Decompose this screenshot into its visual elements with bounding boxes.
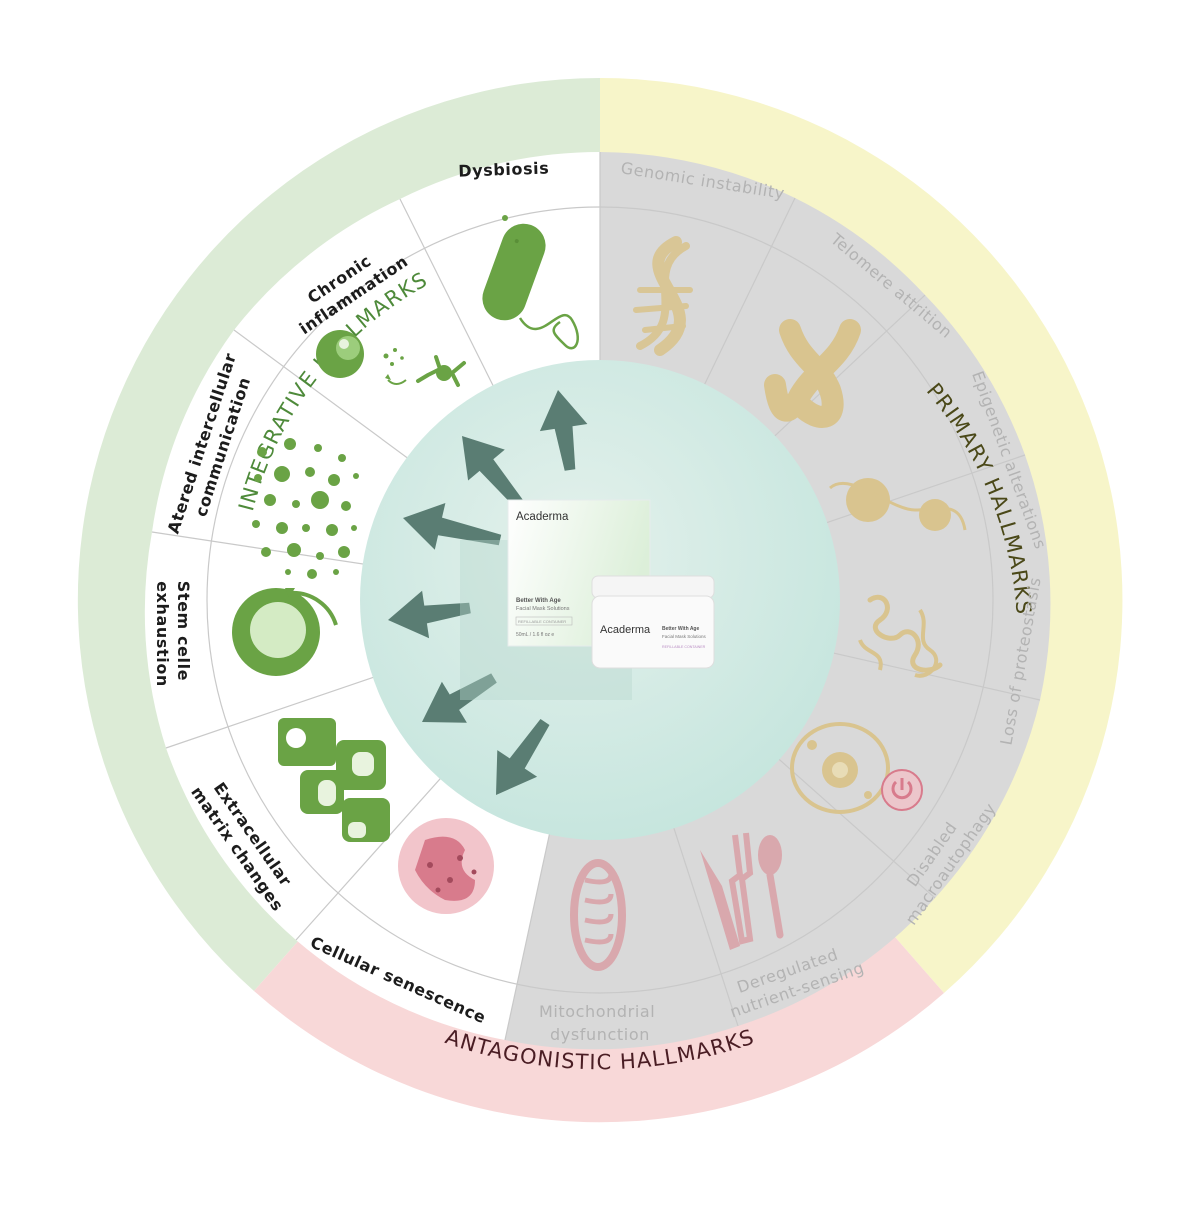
bacteria-icon <box>482 215 579 350</box>
dot <box>341 501 351 511</box>
jar-line1: Better With Age <box>662 626 699 632</box>
box-line1: Better With Age <box>516 598 561 604</box>
product-jar: Acaderma Better With Age Facial Mask Sol… <box>591 575 715 669</box>
mitochondria-icon <box>570 859 626 971</box>
label-stem-cell-exhaustion: Stem celle exhaustion <box>153 581 193 688</box>
label-mitochondrial-dysfunction: Mitochondrial dysfunction <box>539 1002 661 1044</box>
dot <box>257 447 267 457</box>
box-brand: Acaderma <box>516 511 569 523</box>
stem-cell-icon <box>232 588 338 676</box>
arrow-2 <box>462 436 525 509</box>
autophagy-cell-icon <box>790 722 923 814</box>
dot <box>276 522 288 534</box>
senescent-cell-icon <box>398 818 494 914</box>
box-line2: Facial Mask Solutions <box>516 606 570 612</box>
arrows-outward <box>388 390 588 795</box>
dot <box>307 569 317 579</box>
dot <box>311 491 329 509</box>
arrow-5 <box>422 673 497 723</box>
dot <box>264 494 276 506</box>
chromosome-icon <box>764 319 861 428</box>
dot <box>351 525 357 531</box>
dot <box>353 473 359 479</box>
jar-tag: REFILLABLE CONTAINER <box>662 645 706 649</box>
dot <box>314 444 322 452</box>
dot <box>274 466 290 482</box>
dot <box>316 552 324 560</box>
box-volume: 50mL / 1.6 fl oz e <box>516 632 554 638</box>
arrow-3 <box>403 503 502 550</box>
epigenetic-nucleosome-icon <box>828 478 967 531</box>
jar-line2: Facial Mask Solutions <box>662 634 707 639</box>
dot <box>326 524 338 536</box>
dot <box>333 569 339 575</box>
dot <box>328 474 340 486</box>
protein-folding-icon <box>858 595 943 678</box>
dot <box>338 454 346 462</box>
cutlery-icon <box>700 832 784 950</box>
dot <box>254 474 262 482</box>
label-dysbiosis: Dysbiosis <box>458 158 550 180</box>
box-tag: REFILLABLE CONTAINER <box>518 619 566 624</box>
dot <box>292 500 300 508</box>
jar-brand: Acaderma <box>600 624 651 636</box>
product-group: Acaderma Better With Age Facial Mask Sol… <box>460 499 715 700</box>
inflammation-cells-icon <box>316 330 466 387</box>
dot <box>302 524 310 532</box>
arrow-4 <box>388 590 471 639</box>
dot <box>261 547 271 557</box>
arrow-6 <box>496 719 550 795</box>
extracellular-matrix-icon <box>278 718 390 842</box>
dot <box>252 520 260 528</box>
dna-icon <box>633 236 693 356</box>
dot <box>287 543 301 557</box>
arrow-1 <box>539 390 588 471</box>
dot <box>285 569 291 575</box>
dot <box>284 438 296 450</box>
dot <box>305 467 315 477</box>
dot <box>338 546 350 558</box>
dots-communication-icon <box>252 438 359 579</box>
